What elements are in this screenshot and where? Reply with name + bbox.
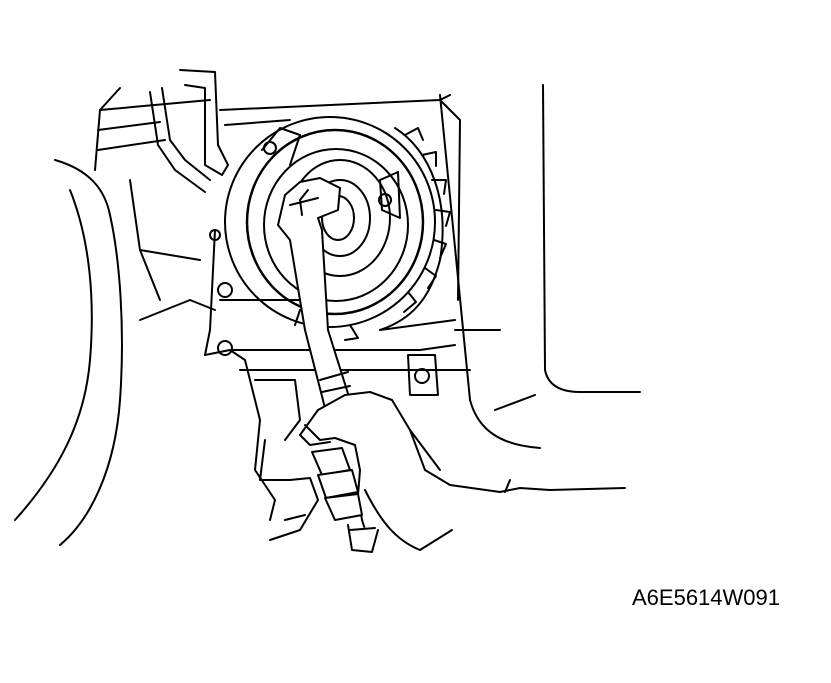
crankshaft-pulley [224, 116, 456, 341]
wrench [277, 177, 351, 409]
hand [269, 391, 626, 553]
body-panel-left [14, 87, 216, 546]
body-panel-right [439, 84, 641, 449]
pipe-bracket [149, 69, 461, 301]
figure-code-label: A6E5614W091 [632, 585, 780, 610]
